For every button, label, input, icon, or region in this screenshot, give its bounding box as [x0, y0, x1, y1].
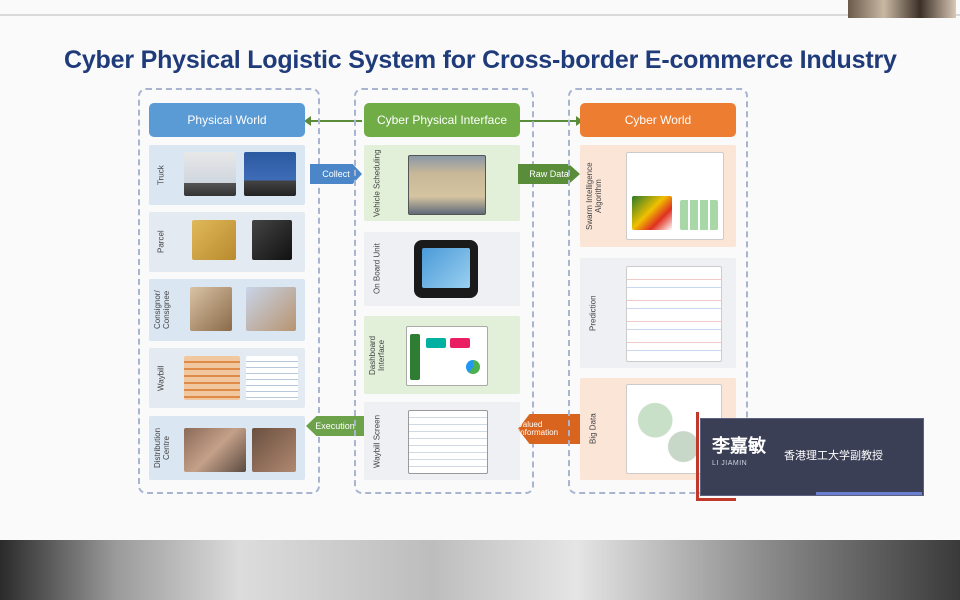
- connector-interface-cyber: [520, 120, 578, 122]
- row-label: On Board Unit: [372, 243, 382, 295]
- connector-physical-interface: [306, 120, 362, 122]
- warehouse-image: [252, 428, 296, 472]
- interface-header: Cyber Physical Interface: [364, 103, 520, 137]
- collect-arrow: Collect: [310, 164, 362, 184]
- truck-image: [244, 152, 296, 196]
- waybill-screen: [408, 410, 488, 474]
- row-label: Truck: [156, 165, 166, 185]
- row-label: Distribution Centre: [153, 428, 171, 469]
- video-background-strip: [0, 540, 960, 600]
- execution-arrow: Execution: [306, 416, 364, 436]
- warehouse-image: [184, 428, 246, 472]
- row-label: Big Data: [588, 413, 598, 445]
- parcel-image: [252, 220, 292, 260]
- namecard-accent: [696, 498, 736, 501]
- prediction-charts: [626, 266, 722, 362]
- row-label: Waybill Screen: [372, 414, 382, 468]
- slide: Cyber Physical Logistic System for Cross…: [0, 0, 960, 494]
- consignor-image: [246, 287, 296, 331]
- waybill-image: [184, 356, 240, 400]
- dashboard-sidebar: [410, 334, 420, 380]
- parcel-image: [192, 220, 236, 260]
- cyber-world-panel: [568, 88, 748, 494]
- row-label: Parcel: [156, 230, 166, 254]
- row-label: Waybill: [156, 365, 166, 391]
- speaker-role: 香港理工大学副教授: [784, 450, 883, 462]
- interface-panel: [354, 88, 534, 494]
- row-label: Consignor/ Consignee: [153, 290, 171, 330]
- arrowhead-left: [304, 116, 311, 126]
- swarm-plot: [632, 196, 672, 230]
- speaker-namecard: [700, 418, 924, 496]
- speaker-name: 李嘉敏: [712, 436, 766, 456]
- speaker-pinyin: LI JIAMIN: [712, 460, 748, 467]
- truck-image: [184, 152, 236, 196]
- dashboard-chart: [466, 360, 480, 374]
- namecard-accent: [816, 492, 922, 495]
- vehicle-scheduling-screen: [408, 155, 486, 215]
- row-label: Swarm Intelligence Algorithm: [585, 162, 603, 230]
- swarm-grid: [680, 200, 718, 230]
- namecard-accent: [696, 412, 699, 500]
- physical-world-panel: [138, 88, 320, 494]
- valued-information-arrow: Valued Information: [518, 414, 582, 444]
- physical-world-header: Physical World: [149, 103, 305, 137]
- on-board-unit-screen: [422, 248, 470, 288]
- webcam-thumbnail: [848, 0, 956, 18]
- top-divider: [0, 14, 960, 16]
- dashboard-tile: [426, 338, 446, 348]
- cyber-world-header: Cyber World: [580, 103, 736, 137]
- raw-data-arrow: Raw Data: [518, 164, 580, 184]
- consignee-image: [190, 287, 232, 331]
- slide-title: Cyber Physical Logistic System for Cross…: [64, 46, 897, 74]
- arrowhead-right: [576, 116, 583, 126]
- row-label: Vehicle Scheduling: [372, 149, 382, 217]
- row-label: Dashboard Interface: [368, 335, 386, 375]
- dashboard-tile: [450, 338, 470, 348]
- waybill-image: [246, 356, 298, 400]
- row-label: Prediction: [588, 295, 598, 331]
